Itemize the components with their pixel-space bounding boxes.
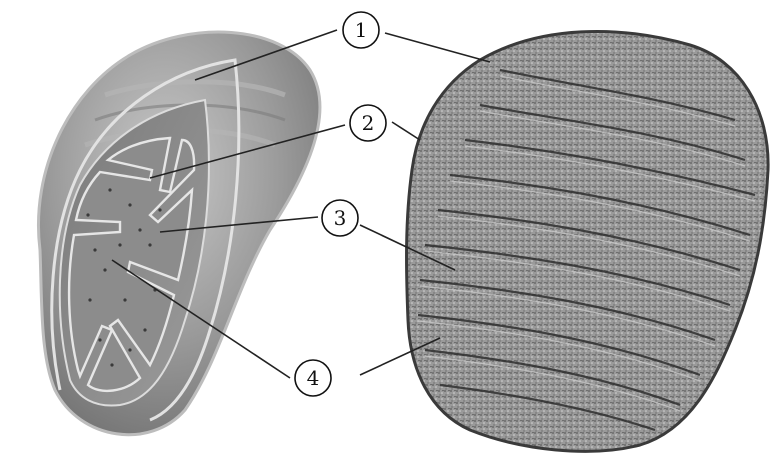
leader-1-right	[385, 33, 490, 62]
callout-3-label: 3	[334, 206, 347, 230]
leader-2-right	[392, 122, 420, 140]
callout-2-label: 2	[362, 111, 375, 135]
callout-3: 3	[322, 200, 358, 236]
micrograph-mitochondrion	[407, 31, 769, 451]
callout-2: 2	[350, 105, 386, 141]
callout-1-label: 1	[355, 18, 368, 42]
callout-4-label: 4	[307, 366, 320, 390]
callout-1: 1	[343, 12, 379, 48]
schematic-mitochondrion	[38, 32, 320, 435]
callout-4: 4	[295, 360, 331, 396]
